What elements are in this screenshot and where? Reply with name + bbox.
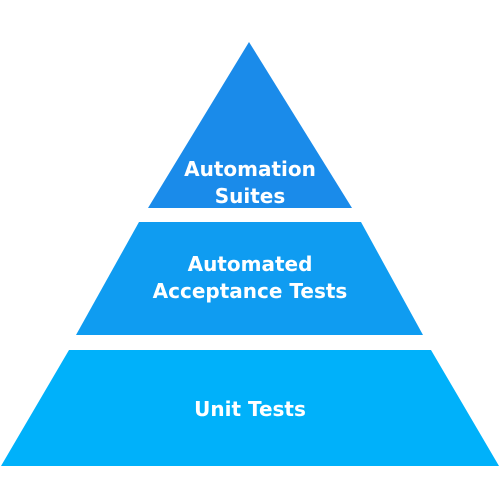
- tier-label-middle-line-2: Acceptance Tests: [153, 279, 348, 303]
- tier-shape-middle: [76, 222, 423, 335]
- pyramid-tier-bottom: Unit Tests: [1, 350, 499, 466]
- pyramid-tier-middle: Automated Acceptance Tests: [76, 222, 423, 335]
- tier-label-top-line-1: Automation: [184, 157, 316, 181]
- tier-label-top-line-2: Suites: [215, 184, 286, 208]
- tier-shape-bottom: [1, 350, 499, 466]
- tier-label-bottom-line-1: Unit Tests: [194, 397, 306, 421]
- tier-shape-top: [148, 42, 352, 208]
- tier-label-middle-line-1: Automated: [188, 252, 313, 276]
- pyramid-tier-top: Automation Suites: [148, 42, 352, 208]
